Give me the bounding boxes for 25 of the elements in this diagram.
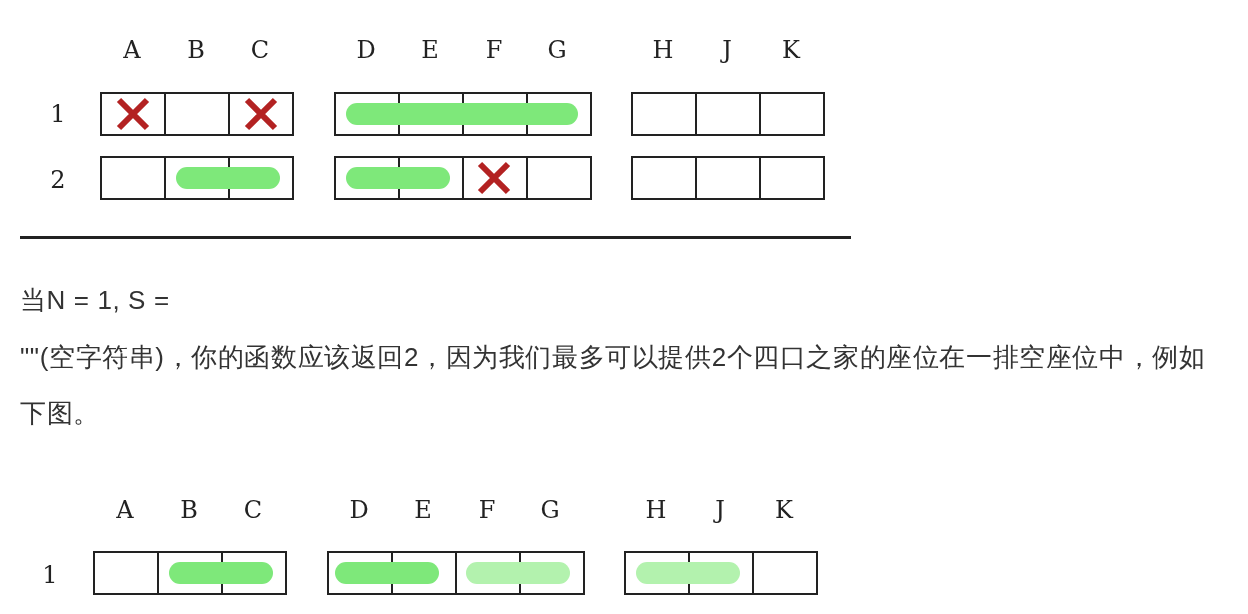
- column-letter: G: [547, 38, 567, 62]
- paragraph: 当N = 1, S =: [20, 284, 171, 317]
- column-letter: K: [775, 498, 793, 522]
- column-letter: E: [414, 498, 432, 522]
- column-letter: H: [652, 38, 674, 62]
- column-letter: K: [782, 38, 800, 62]
- column-letter: A: [116, 498, 134, 522]
- column-letter: J: [722, 38, 732, 62]
- column-letter: A: [123, 38, 141, 62]
- column-letter: C: [250, 38, 270, 62]
- row-number: 1: [50, 102, 66, 126]
- row-number: 1: [42, 563, 58, 587]
- column-letter: D: [356, 38, 376, 62]
- column-letter: F: [485, 38, 503, 62]
- column-letter: E: [421, 38, 439, 62]
- row-number: 2: [50, 168, 66, 192]
- column-letter: C: [243, 498, 263, 522]
- column-letter: F: [478, 498, 496, 522]
- column-letter: H: [645, 498, 667, 522]
- column-letter: J: [715, 498, 725, 522]
- column-letter: B: [187, 38, 205, 62]
- column-letter: B: [180, 498, 198, 522]
- paragraph: ""(空字符串)，你的函数应该返回2，因为我们最多可以提供2个四口之家的座位在一排空座位中，例如下图。: [20, 341, 1207, 430]
- column-letter: G: [540, 498, 560, 522]
- column-letter: D: [349, 498, 369, 522]
